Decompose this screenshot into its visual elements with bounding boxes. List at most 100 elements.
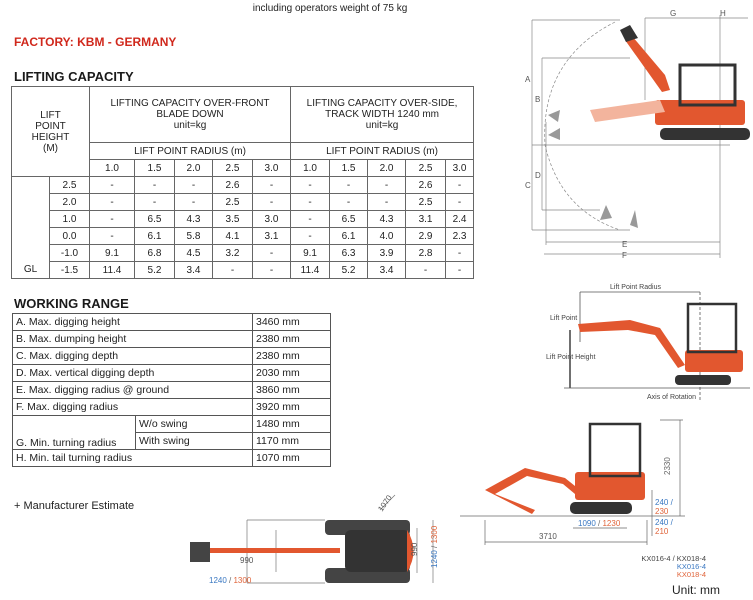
side-capacity-cell: 6.3 [329, 244, 369, 262]
side-capacity-header: LIFTING CAPACITY OVER-SIDE,TRACK WIDTH 1… [290, 86, 475, 143]
label-f: F [622, 251, 627, 260]
row-group-label [11, 244, 50, 262]
front-capacity-cell: - [251, 244, 292, 262]
front-capacity-cell: 3.4 [174, 261, 213, 279]
side-capacity-cell: 9.1 [290, 244, 331, 262]
row-group-label: GL [11, 261, 50, 279]
track-length-dim: 1090 / 1230 [578, 519, 621, 528]
side-capacity-cell: - [367, 193, 407, 211]
lift-height-cell: -1.0 [49, 244, 90, 262]
side-capacity-cell: - [290, 176, 331, 194]
working-range-value: 3460 mm [252, 313, 331, 331]
side-capacity-cell: 3.1 [405, 210, 447, 228]
side-capacity-cell: - [445, 176, 475, 194]
front-capacity-cell: 6.1 [134, 227, 175, 245]
front-capacity-cell: - [89, 210, 135, 228]
blade-up-kx016: 240 / [655, 498, 674, 507]
blade-down-kx016: 240 / [655, 518, 674, 527]
working-range-label: C. Max. digging depth [12, 347, 253, 365]
working-range-label: B. Max. dumping height [12, 330, 253, 348]
label-a: A [525, 75, 531, 84]
front-capacity-cell: - [134, 193, 175, 211]
front-capacity-cell: 2.6 [212, 176, 253, 194]
front-capacity-cell: 3.0 [251, 210, 292, 228]
label-c: C [525, 181, 531, 190]
working-range-value: 2030 mm [252, 364, 331, 382]
lift-point-diagram: Lift Point Radius Lift Point Lift Point … [546, 284, 750, 401]
model-legend: KX016-4 / KX018-4 KX016-4 KX018-4 [641, 554, 706, 579]
turning-radius-label: G. Min. turning radius [12, 415, 136, 450]
turning-sub-value: 1170 mm [252, 432, 331, 450]
label-g: G [670, 9, 676, 18]
operator-weight-note: including operators weight of 75 kg [252, 3, 408, 14]
side-capacity-cell: - [290, 210, 331, 228]
height-dim: 2330 [663, 457, 672, 475]
tail-radius-value: 1070 mm [252, 449, 331, 467]
front-capacity-cell: 4.5 [174, 244, 213, 262]
front-capacity-cell: 5.2 [134, 261, 175, 279]
side-capacity-cell: 11.4 [290, 261, 331, 279]
label-e: E [622, 240, 627, 249]
track-width-dim: 1240 / 1300 [430, 525, 439, 568]
side-capacity-cell: - [329, 176, 369, 194]
track-gauge-dim: 990 [410, 542, 419, 556]
lifting-capacity-title: LIFTING CAPACITY [14, 69, 134, 84]
side-capacity-cell: 6.1 [329, 227, 369, 245]
radius-header-cell: 3.0 [445, 159, 475, 177]
turning-sub-value: 1480 mm [252, 415, 331, 433]
side-dimension-diagram: 2330 240 / 230 240 / 210 1090 / 1230 371… [460, 419, 685, 545]
unit-label: Unit: mm [672, 583, 720, 597]
working-range-value: 2380 mm [252, 330, 331, 348]
factory-label: FACTORY: KBM - GERMANY [14, 35, 177, 49]
working-range-value: 3920 mm [252, 398, 331, 416]
radius-header-cell: 1.5 [329, 159, 369, 177]
row-group-label [11, 193, 50, 211]
side-radius-header: LIFT POINT RADIUS (m) [290, 142, 475, 160]
side-capacity-cell: 4.0 [367, 227, 407, 245]
side-capacity-cell: - [329, 193, 369, 211]
side-capacity-cell: 2.6 [405, 176, 447, 194]
blade-width-inner: 990 [240, 556, 254, 565]
label-h: H [720, 9, 726, 18]
front-capacity-cell: - [89, 227, 135, 245]
row-group-label [11, 176, 50, 194]
lift-height-header: LIFT POINT HEIGHT (M) [11, 86, 90, 177]
tail-dim: 1070 [376, 493, 394, 513]
working-range-label: D. Max. vertical digging depth [12, 364, 253, 382]
lift-point-height-label: Lift Point Height [546, 354, 595, 361]
side-capacity-cell: 4.3 [367, 210, 407, 228]
side-capacity-cell: 3.9 [367, 244, 407, 262]
blade-down-kx018: 210 [655, 527, 669, 536]
side-capacity-cell: - [445, 193, 475, 211]
radius-header-cell: 1.5 [134, 159, 175, 177]
front-capacity-cell: - [212, 261, 253, 279]
working-range-label: E. Max. digging radius @ ground [12, 381, 253, 399]
radius-header-cell: 1.0 [89, 159, 135, 177]
label-b: B [535, 95, 540, 104]
working-range-diagram: A B C D E F G H [525, 9, 750, 260]
lift-height-cell: 1.0 [49, 210, 90, 228]
side-capacity-cell: 2.9 [405, 227, 447, 245]
side-capacity-cell: 6.5 [329, 210, 369, 228]
front-capacity-cell: 6.8 [134, 244, 175, 262]
front-capacity-cell: 4.3 [174, 210, 213, 228]
radius-header-cell: 2.0 [367, 159, 407, 177]
front-capacity-cell: 2.5 [212, 193, 253, 211]
side-capacity-cell: - [290, 227, 331, 245]
axis-of-rotation-label: Axis of Rotation [647, 394, 696, 401]
lift-height-cell: 0.0 [49, 227, 90, 245]
front-capacity-cell: - [89, 176, 135, 194]
front-radius-header: LIFT POINT RADIUS (m) [88, 142, 292, 160]
front-capacity-cell: 9.1 [89, 244, 135, 262]
lift-height-cell: 2.5 [49, 176, 90, 194]
working-range-title: WORKING RANGE [14, 296, 129, 311]
radius-header-cell: 3.0 [251, 159, 292, 177]
blade-up-kx018: 230 [655, 507, 669, 516]
